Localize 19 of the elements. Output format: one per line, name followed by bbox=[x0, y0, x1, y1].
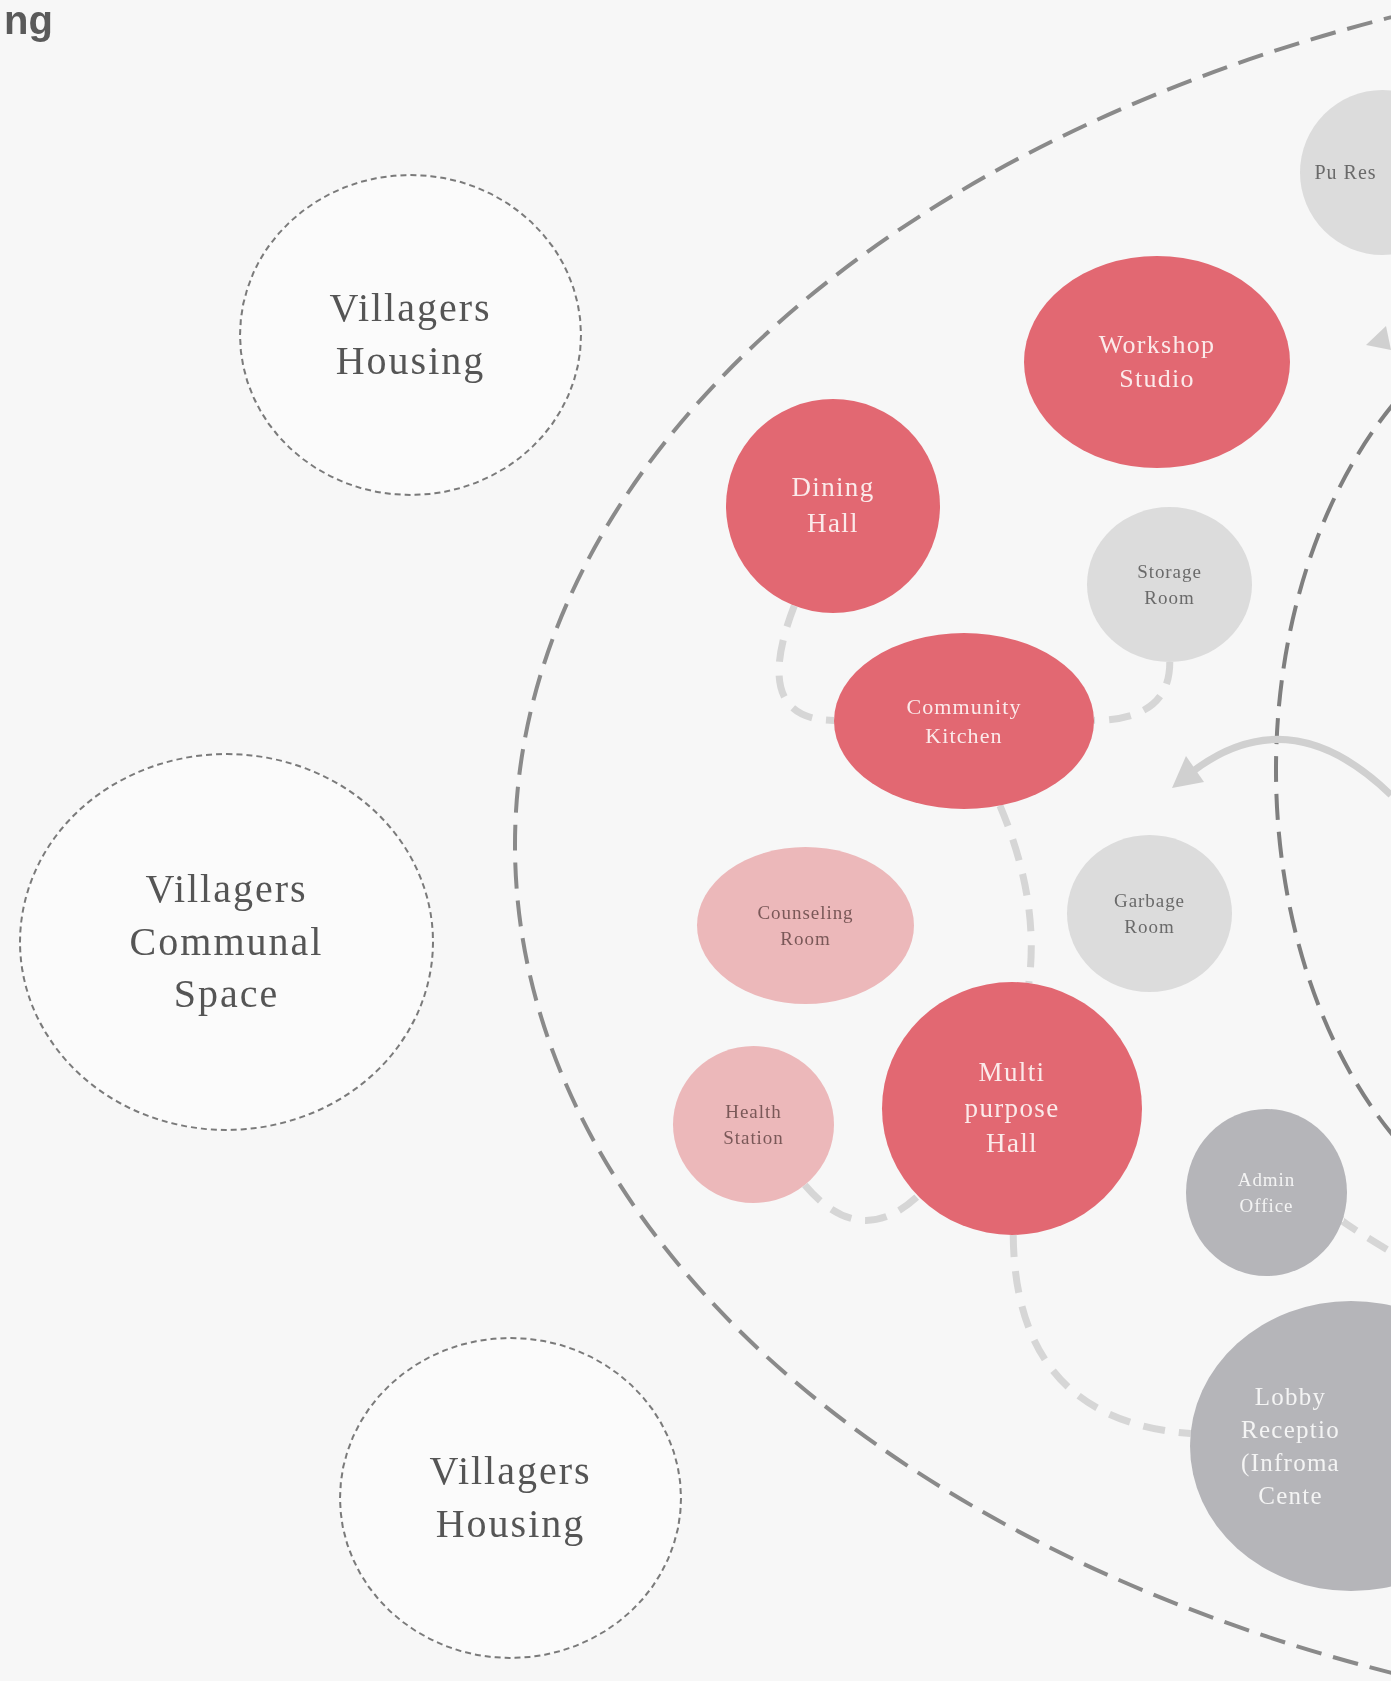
room-label: Admin Office bbox=[1236, 1168, 1297, 1218]
room-label: Garbage Room bbox=[1113, 889, 1186, 939]
room-label: Lobby Receptio (Infroma Cente bbox=[1240, 1382, 1341, 1511]
room-label: Community Kitchen bbox=[905, 692, 1023, 750]
dashed-connector bbox=[1009, 1234, 1192, 1438]
room-label: Storage Room bbox=[1136, 560, 1203, 610]
room-label: Dining Hall bbox=[790, 471, 876, 540]
room-label: Health Station bbox=[722, 1100, 785, 1150]
room-label: Workshop Studio bbox=[1097, 328, 1217, 395]
room-label: Villagers Housing bbox=[328, 284, 493, 385]
room-label: Counseling Room bbox=[756, 901, 855, 951]
room-label: Villagers Housing bbox=[428, 1447, 593, 1548]
room-label: Pu Res bbox=[1314, 160, 1377, 186]
room-label: Villagers Communal Space bbox=[128, 864, 325, 1019]
dashed-connector bbox=[802, 1182, 921, 1224]
dashed-connector bbox=[996, 804, 1035, 984]
title-fragment: ng bbox=[4, 0, 53, 40]
dashed-connector bbox=[775, 604, 835, 724]
room-label: Multi purpose Hall bbox=[963, 1056, 1061, 1161]
